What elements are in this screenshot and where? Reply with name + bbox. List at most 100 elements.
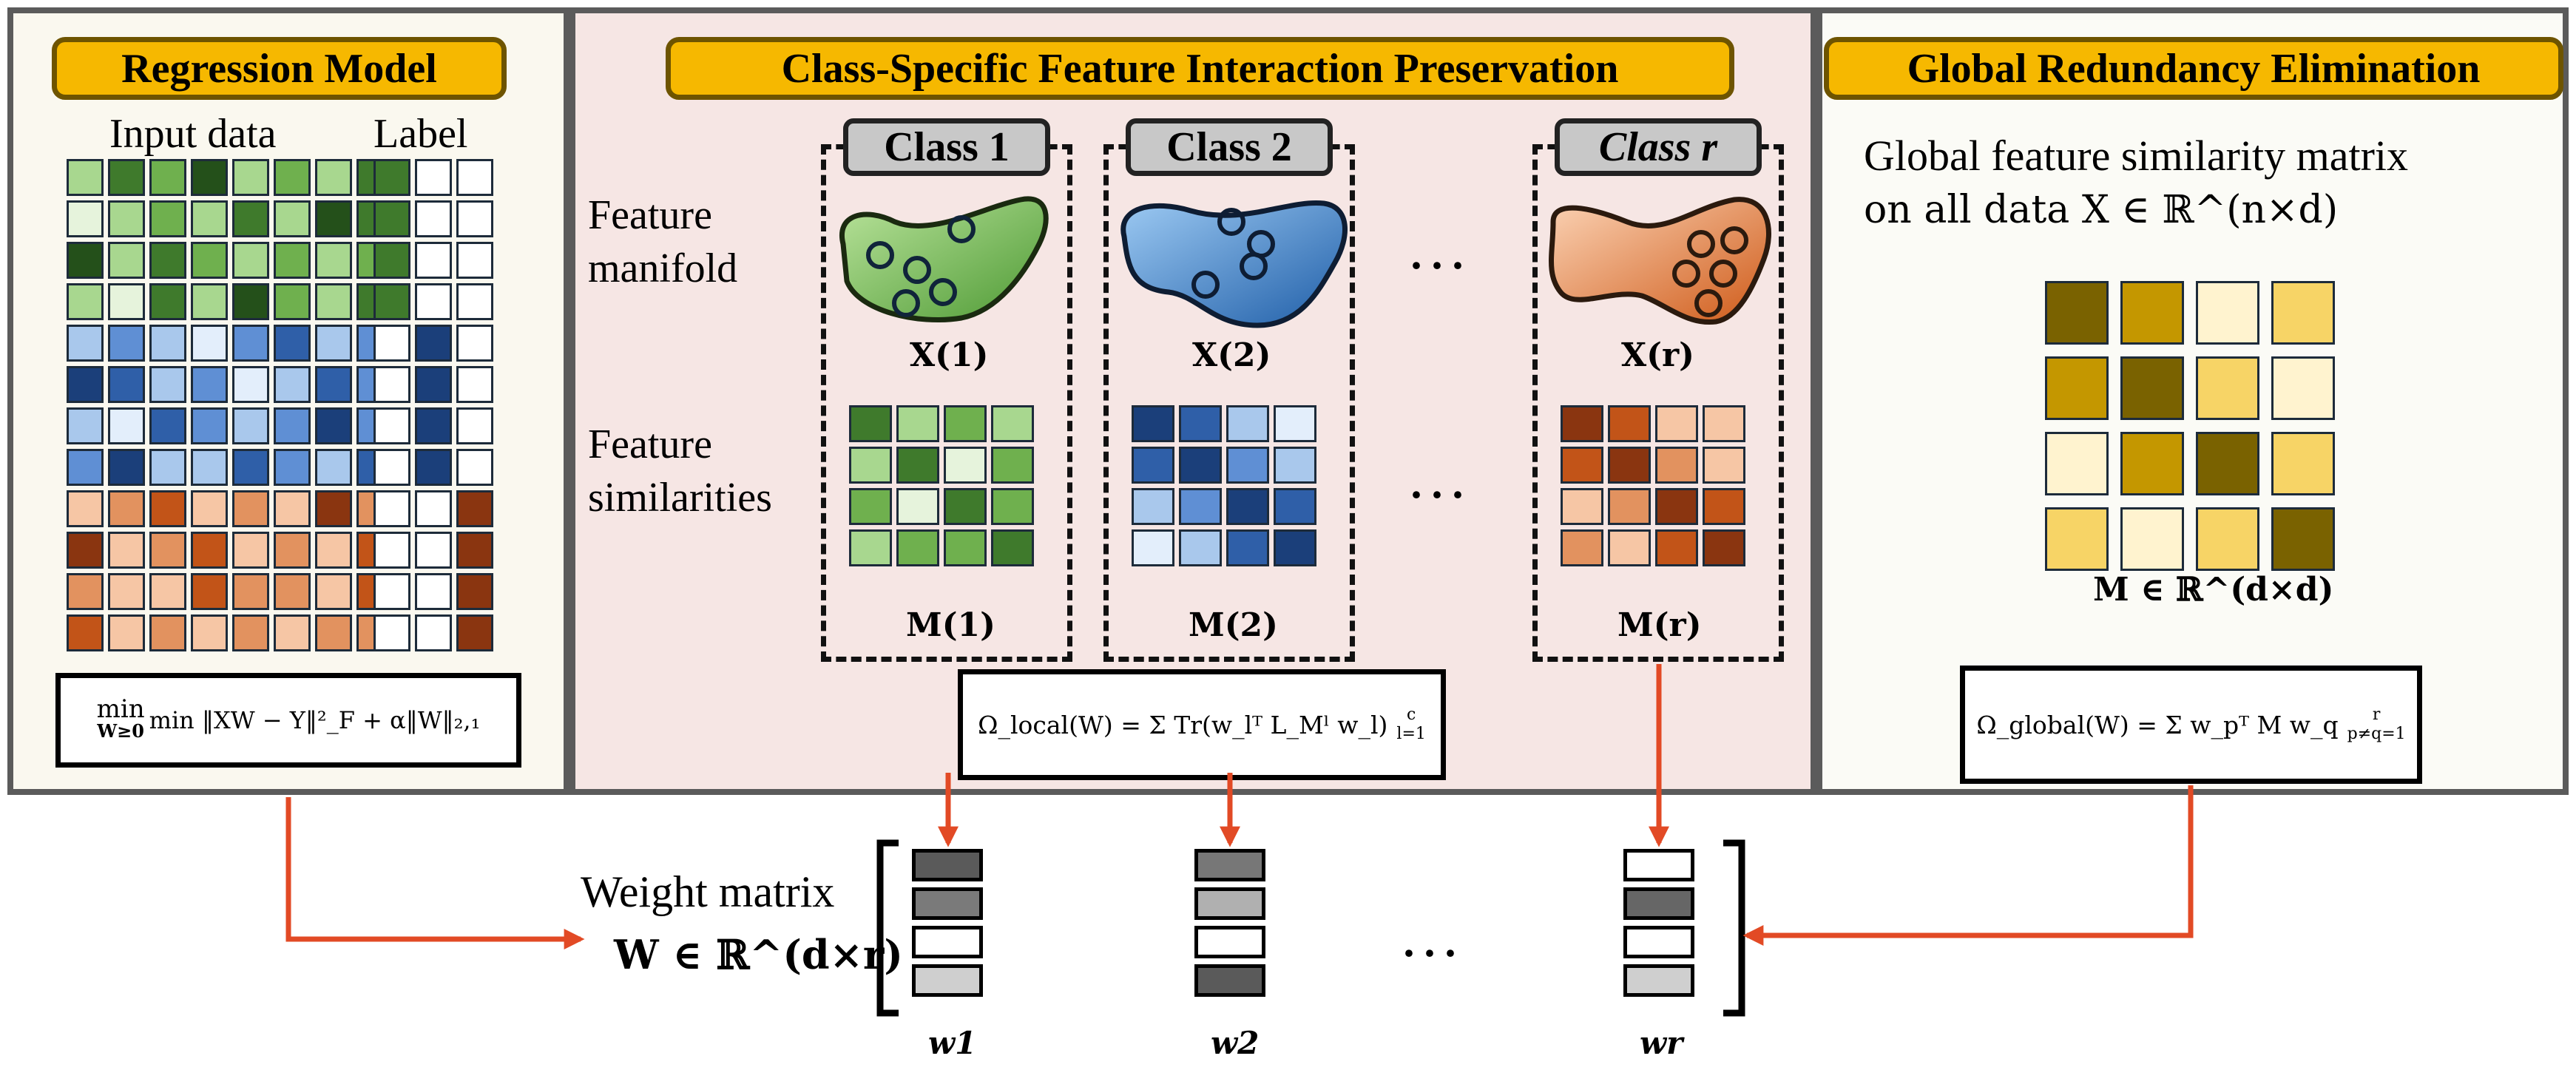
input-data-cell: [315, 159, 352, 196]
input-data-cell: [232, 366, 269, 403]
input-data-cell: [149, 366, 186, 403]
weight-vector-cell: [912, 926, 983, 958]
input-data-cell: [108, 242, 145, 279]
feature-similarities-label: Feature similarities: [588, 421, 772, 521]
class-r-label: Class r: [1555, 118, 1762, 176]
input-data-cell: [191, 573, 228, 610]
label-cell: [373, 325, 410, 362]
mr-cell: [1655, 529, 1698, 566]
input-data-cell: [315, 283, 352, 320]
regression-title: Regression Model: [52, 37, 507, 100]
mr-cell: [1561, 529, 1603, 566]
input-data-cell: [232, 532, 269, 569]
weight-vector-cell: [1623, 926, 1694, 958]
input-data-cell: [149, 200, 186, 237]
label-cell: [456, 407, 493, 444]
label-cell: [373, 573, 410, 610]
input-data-cell: [232, 200, 269, 237]
global-similarity-cell: [2120, 356, 2184, 420]
label-cell: [415, 325, 452, 362]
input-data-cell: [108, 407, 145, 444]
input-data-cell: [108, 325, 145, 362]
m2-cell: [1179, 488, 1222, 525]
global-similarity-cell: [2271, 281, 2335, 345]
input-data-cell: [149, 449, 186, 486]
input-data-cell: [274, 490, 311, 527]
input-data-cell: [315, 325, 352, 362]
class-1-label: Class 1: [843, 118, 1050, 176]
label-cell: [415, 242, 452, 279]
similarities-ellipsis: ···: [1409, 470, 1472, 519]
input-data-cell: [191, 325, 228, 362]
input-data-cell: [274, 407, 311, 444]
input-data-cell: [67, 325, 104, 362]
input-data-cell: [108, 573, 145, 610]
regression-formula-box: min W≥0 min ‖XW − Y‖²_F + α‖W‖₂,₁: [55, 673, 521, 768]
m2-cell: [1226, 488, 1269, 525]
label-cell: [415, 283, 452, 320]
mr-cell: [1608, 405, 1651, 442]
input-data-cell: [232, 242, 269, 279]
weight-matrix-formula: W ∈ ℝ^(d×r): [614, 931, 903, 978]
label-cell: [373, 159, 410, 196]
weight-left-bracket: [876, 839, 899, 1017]
weight-vector-cell: [1194, 849, 1265, 881]
global-similarity-cell: [2120, 432, 2184, 495]
input-data-cell: [149, 159, 186, 196]
label-cell: [373, 449, 410, 486]
input-data-cell: [67, 532, 104, 569]
label-cell: [373, 490, 410, 527]
label-cell: [415, 532, 452, 569]
formula-min-sub: W≥0: [97, 720, 144, 742]
label-column-label: Label: [373, 111, 468, 157]
label-cell: [373, 407, 410, 444]
weight-matrix-label: Weight matrix: [581, 867, 835, 916]
formula-min: min: [96, 694, 145, 724]
mr-cell: [1608, 529, 1651, 566]
input-data-cell: [274, 242, 311, 279]
label-cell: [456, 614, 493, 651]
m1-cell: [991, 405, 1034, 442]
global-similarity-cell: [2271, 507, 2335, 571]
m1-cell: [991, 447, 1034, 484]
global-desc-line2: on all data X ∈ ℝ^(n×d): [1864, 188, 2339, 232]
m2-cell: [1132, 488, 1174, 525]
m1-cell: [991, 488, 1034, 525]
label-cell: [373, 242, 410, 279]
mr-cell: [1608, 447, 1651, 484]
label-cell: [373, 366, 410, 403]
label-cell: [415, 614, 452, 651]
input-data-cell: [191, 490, 228, 527]
global-similarity-cell: [2271, 432, 2335, 495]
input-data-cell: [67, 573, 104, 610]
m1-cell: [944, 488, 987, 525]
input-data-cell: [149, 407, 186, 444]
input-data-cell: [191, 366, 228, 403]
mr-cell: [1703, 529, 1745, 566]
input-data-cell: [149, 490, 186, 527]
mr-cell: [1703, 488, 1745, 525]
label-cell: [456, 283, 493, 320]
input-data-cell: [149, 242, 186, 279]
m2-cell: [1132, 405, 1174, 442]
label-cell: [415, 573, 452, 610]
label-cell: [415, 159, 452, 196]
input-data-cell: [232, 490, 269, 527]
class-2-manifold-blob: [1120, 200, 1348, 328]
class-r-manifold-blob: [1549, 197, 1771, 325]
mr-cell: [1703, 405, 1745, 442]
input-data-cell: [108, 283, 145, 320]
label-grid: [373, 159, 493, 651]
input-data-cell: [191, 532, 228, 569]
input-data-cell: [274, 532, 311, 569]
input-data-cell: [108, 366, 145, 403]
xr-label: X(r): [1621, 336, 1694, 374]
input-data-cell: [149, 283, 186, 320]
m1-cell: [896, 405, 939, 442]
input-data-cell: [67, 614, 104, 651]
input-data-cell: [232, 159, 269, 196]
global-similarity-cell: [2196, 507, 2259, 571]
input-data-cell: [232, 407, 269, 444]
input-data-cell: [274, 325, 311, 362]
